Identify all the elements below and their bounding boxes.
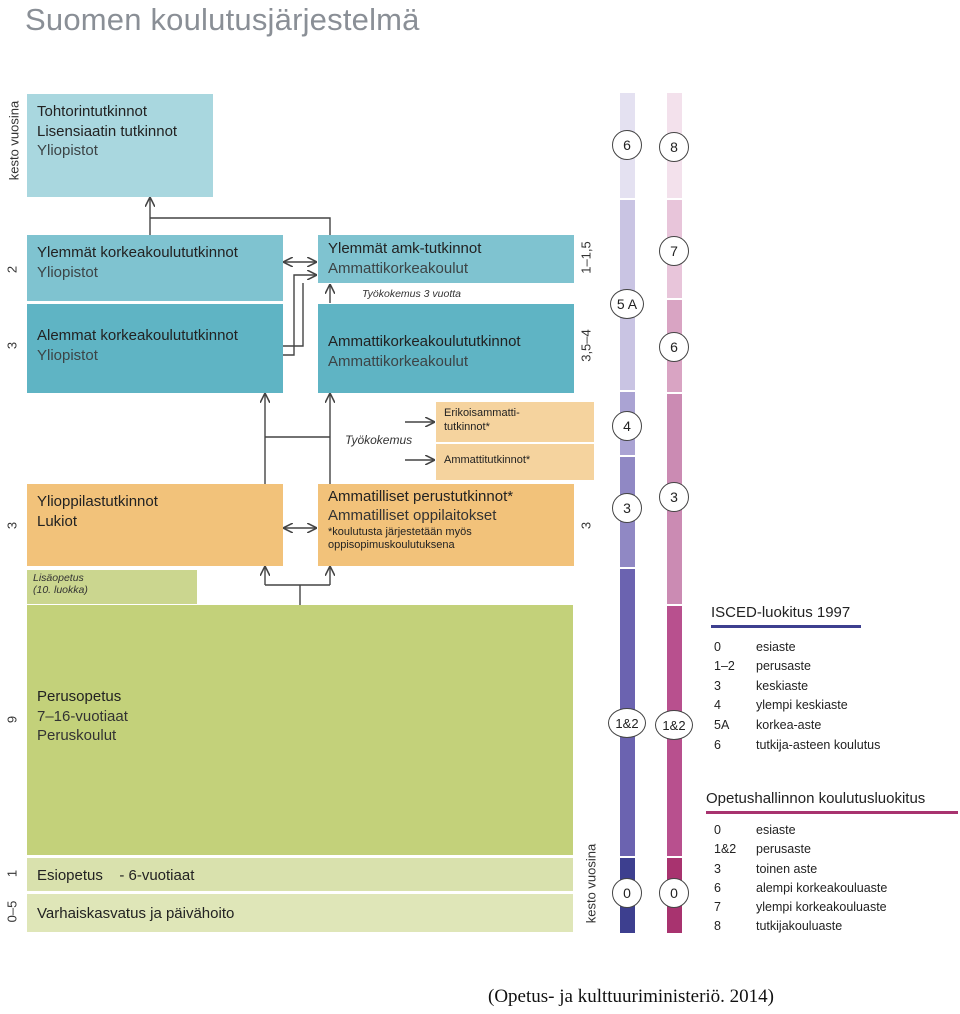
oph-level-8: 8 [659, 132, 689, 162]
ammatilliset-note2: oppisopimuskoulutuksena [328, 539, 455, 552]
ammatilliset-note1: *koulutusta järjestetään myös [328, 525, 472, 538]
perusopetus-title: Perusopetus [37, 688, 122, 705]
oph-level-7: 7 [659, 236, 689, 266]
box-ylemmat-amk-tutkinnot: Ylemmät amk-tutkinnot Ammattikorkeakoulu… [318, 235, 574, 283]
box-lisaopetus: Lisäopetus (10. luokka) [27, 570, 197, 604]
isced-level-0: 0 [612, 878, 642, 908]
oph-legend-heading: Opetushallinnon koulutusluokitus [706, 790, 926, 807]
right-axis-label: kesto vuosina [583, 843, 599, 924]
tohtori-lisensiaatti: Lisensiaatin tutkinnot [37, 122, 178, 140]
ylemmat-title: Ylemmät korkeakoulututkinnot [37, 244, 238, 261]
page-title: Suomen koulutusjärjestelmä [25, 2, 420, 37]
isced-level-5a: 5 A [610, 289, 644, 319]
oph-level-0: 0 [659, 878, 689, 908]
ammatilliset-title: Ammatilliset perustutkinnot* [328, 488, 514, 505]
lisaopetus-line2: (10. luokka) [33, 584, 88, 597]
perusopetus-ages: 7–16-vuotiaat [37, 707, 128, 725]
oph-scale-bar [667, 93, 682, 933]
ylemmat-amk-institution: Ammattikorkeakoulut [328, 259, 469, 277]
tohtori-institution: Yliopistot [37, 142, 98, 159]
lisaopetus-line1: Lisäopetus [33, 572, 84, 584]
amk-title: Ammattikorkeakoulututkinnot [328, 333, 521, 350]
erikois-line1: Erikoisammatti- [444, 407, 520, 419]
lukio-institution: Lukiot [37, 512, 78, 530]
tohtori-title: Tohtorintutkinnot [37, 103, 148, 120]
source-caption: (Opetus- ja kulttuuriministeriö. 2014) [488, 986, 775, 1007]
esiopetus-title: Esiopetus [37, 867, 103, 884]
box-ammattikorkeakoulututkinnot: Ammattikorkeakoulututkinnot Ammattikorke… [318, 304, 574, 393]
varhais-title: Varhaiskasvatus ja päivähoito [37, 905, 235, 922]
erikois-line2: tutkinnot* [444, 421, 490, 434]
perusopetus-institution: Peruskoulut [37, 727, 117, 744]
box-perusopetus: Perusopetus 7–16-vuotiaat Peruskoulut [27, 605, 573, 855]
alemmat-institution: Yliopistot [37, 346, 98, 364]
box-esiopetus: Esiopetus - 6-vuotiaat [27, 858, 573, 891]
ammatilliset-institution: Ammatilliset oppilaitokset [328, 506, 497, 524]
ammattitutkinnot-label: Ammattitutkinnot* [444, 454, 531, 466]
oph-level-6: 6 [659, 332, 689, 362]
box-varhaiskasvatus: Varhaiskasvatus ja päivähoito [27, 894, 573, 932]
alemmat-title: Alemmat korkeakoulututkinnot [37, 327, 238, 344]
box-ylioppilastutkinnot: Ylioppilastutkinnot Lukiot [27, 484, 283, 566]
box-alemmat-korkeakoulututkinnot: Alemmat korkeakoulututkinnot Yliopistot [27, 304, 283, 393]
isced-scale-bar [620, 93, 635, 933]
tyokokemus-label: Työkokemus [345, 433, 413, 447]
ylemmat-institution: Yliopistot [37, 263, 98, 281]
esiopetus-ages: - 6-vuotiaat [119, 867, 195, 884]
lukio-title: Ylioppilastutkinnot [37, 493, 158, 510]
isced-level-3: 3 [612, 493, 642, 523]
oph-level-12: 1&2 [655, 710, 693, 740]
box-erikoisammattitutkinnot: Erikoisammatti- tutkinnot* [436, 402, 594, 442]
box-ammattitutkinnot: Ammattitutkinnot* [436, 444, 594, 480]
isced-level-12: 1&2 [608, 708, 646, 738]
box-ammatilliset-perustutkinnot: Ammatilliset perustutkinnot* Ammatillise… [318, 484, 574, 566]
oph-legend-underline [706, 811, 958, 814]
duration-amk: 3,5–4 [578, 329, 594, 362]
box-ylemmat-korkeakoulututkinnot: Ylemmät korkeakoulututkinnot Yliopistot [27, 235, 283, 301]
box-tohtorintutkinnot: Tohtorintutkinnot Lisensiaatin tutkinnot… [27, 94, 213, 197]
oph-level-3: 3 [659, 482, 689, 512]
tyokokemus-3-vuotta: Työkokemus 3 vuotta [362, 288, 462, 300]
isced-legend-underline [711, 625, 861, 628]
amk-institution: Ammattikorkeakoulut [328, 352, 469, 370]
duration-ammatilliset: 3 [578, 521, 594, 530]
isced-level-6: 6 [612, 130, 642, 160]
duration-ylemmat-amk: 1–1,5 [578, 241, 594, 274]
ylemmat-amk-title: Ylemmät amk-tutkinnot [328, 240, 482, 257]
isced-legend-heading: ISCED-luokitus 1997 [711, 604, 851, 621]
isced-level-4: 4 [612, 411, 642, 441]
